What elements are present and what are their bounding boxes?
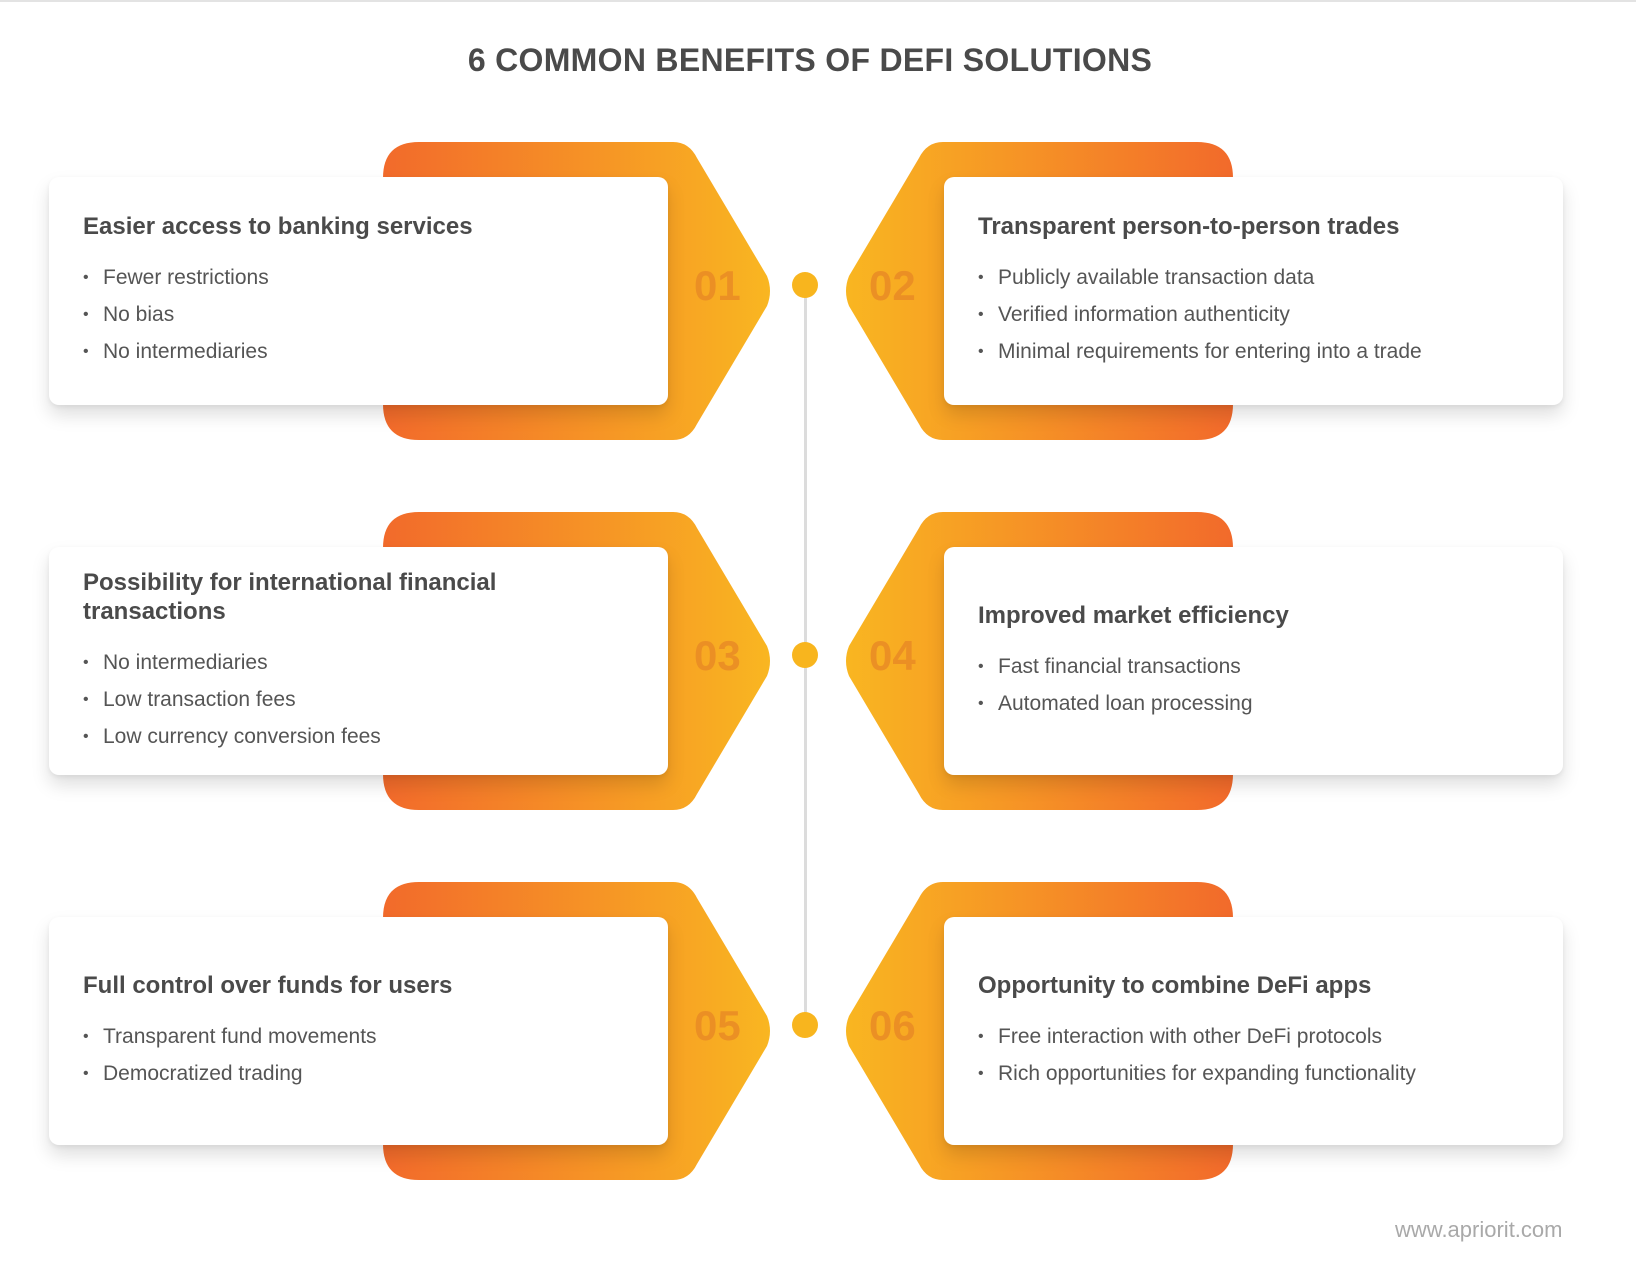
- benefit-number: 06: [869, 1002, 916, 1049]
- bullet-text: Low transaction fees: [103, 687, 296, 711]
- benefit-block-05: Full control over funds for users • Trans…: [49, 882, 849, 1182]
- benefit-card: Opportunity to combine DeFi apps • Free i…: [944, 917, 1563, 1145]
- benefit-number: 04: [869, 632, 916, 679]
- bullet-text: Fast financial transactions: [998, 654, 1241, 678]
- bullet-text: Rich opportunities for expanding functio…: [998, 1061, 1416, 1085]
- bullet-icon: •: [978, 306, 984, 323]
- benefit-list: • Fast financial transactions • Automated l…: [978, 648, 1529, 722]
- top-divider: [0, 0, 1636, 2]
- benefit-block-02: Transparent person-to-person trades • Pub…: [843, 142, 1636, 442]
- benefit-bullet: • Publicly available transaction data: [978, 259, 1529, 296]
- benefit-number: 03: [694, 632, 741, 679]
- bullet-text: Automated loan processing: [998, 691, 1253, 715]
- benefit-list: • Fewer restrictions • No bias • No intermedi…: [83, 259, 634, 370]
- bullet-icon: •: [978, 1064, 984, 1082]
- benefit-bullet: • Democratized trading: [83, 1055, 634, 1092]
- benefit-bullet: • Fewer restrictions: [83, 259, 634, 296]
- benefit-list: • Transparent fund movements • Democratized…: [83, 1018, 634, 1092]
- timeline-dot: [792, 1012, 818, 1038]
- benefit-list: • Publicly available transaction data • Ver…: [978, 259, 1529, 370]
- benefit-heading: Opportunity to combine DeFi apps: [978, 971, 1372, 999]
- benefit-number: 01: [694, 262, 741, 309]
- bullet-icon: •: [83, 343, 89, 360]
- bullet-text: Low currency conversion fees: [103, 724, 381, 748]
- benefit-list: •No intermediaries•Low transaction fees•…: [83, 644, 634, 755]
- bullet-icon: •: [978, 269, 984, 286]
- bullet-text: Publicly available transaction data: [998, 266, 1315, 289]
- benefit-heading: Easier access to banking services: [83, 213, 473, 240]
- benefit-heading: Full control over funds for users: [83, 971, 453, 999]
- benefit-bullet: • Low currency conversion fees: [83, 718, 634, 755]
- bullet-text: Minimal requirements for entering into a…: [998, 340, 1422, 363]
- bullet-icon: •: [83, 690, 89, 708]
- benefit-bullet: • Low transaction fees: [83, 681, 634, 718]
- benefit-card: Full control over funds for users • Trans…: [49, 917, 668, 1145]
- benefit-card: Easier access to banking services • Fewer…: [49, 177, 668, 405]
- benefit-bullet: • No bias: [83, 296, 634, 333]
- bullet-icon: •: [83, 1064, 89, 1082]
- benefit-card: Transparent person-to-person trades • Pub…: [944, 177, 1563, 405]
- bullet-text: Transparent fund movements: [103, 1024, 377, 1048]
- benefit-block-06: Opportunity to combine DeFi apps • Free i…: [843, 882, 1636, 1182]
- benefit-card: Improved market efficiency • Fast financi…: [944, 547, 1563, 775]
- bullet-text: Verified information authenticity: [998, 303, 1290, 326]
- bullet-text: No intermediaries: [103, 340, 268, 363]
- bullet-text: Free interaction with other DeFi protoco…: [998, 1024, 1382, 1048]
- bullet-text: Democratized trading: [103, 1061, 303, 1085]
- benefit-list: • Free interaction with other DeFi protoc…: [978, 1018, 1529, 1092]
- benefit-block-04: Improved market efficiency • Fast financi…: [843, 512, 1636, 812]
- timeline-dot: [792, 642, 818, 668]
- bullet-icon: •: [83, 653, 89, 671]
- bullet-icon: •: [978, 343, 984, 360]
- benefit-bullet: • Transparent fund movements: [83, 1018, 634, 1055]
- bullet-text: Fewer restrictions: [103, 266, 269, 289]
- bullet-icon: •: [83, 269, 89, 286]
- benefit-bullet: • Free interaction with other DeFi protoc…: [978, 1018, 1529, 1055]
- benefit-number: 02: [869, 262, 916, 309]
- page-title: 6 COMMON BENEFITS OF DEFI SOLUTIONS: [467, 42, 1153, 78]
- bullet-text: No bias: [103, 303, 175, 326]
- benefit-card: Possibility for international financial …: [49, 547, 668, 775]
- bullet-icon: •: [83, 1027, 89, 1045]
- benefit-bullet: • No intermediaries: [83, 333, 634, 370]
- benefit-bullet: • No intermediaries: [83, 644, 634, 681]
- watermark: www.apriorit.com: [1395, 1217, 1563, 1242]
- benefit-number: 05: [694, 1002, 741, 1049]
- bullet-icon: •: [978, 694, 984, 712]
- bullet-icon: •: [978, 657, 984, 675]
- benefit-bullet: • Minimal requirements for entering into …: [978, 333, 1529, 370]
- benefit-bullet: • Automated loan processing: [978, 685, 1529, 722]
- benefit-bullet: • Verified information authenticity: [978, 296, 1529, 333]
- bullet-icon: •: [83, 727, 89, 745]
- bullet-text: No intermediaries: [103, 650, 268, 674]
- benefit-heading: Transparent person-to-person trades: [978, 213, 1400, 240]
- benefit-bullet: • Fast financial transactions: [978, 648, 1529, 685]
- bullet-icon: •: [83, 306, 89, 323]
- benefit-block-03: Possibility for international financial …: [49, 512, 849, 812]
- benefit-block-01: Easier access to banking services • Fewer…: [49, 142, 849, 442]
- timeline-dot: [792, 272, 818, 298]
- benefit-bullet: • Rich opportunities for expanding functi…: [978, 1055, 1529, 1092]
- benefit-heading: Improved market efficiency: [978, 601, 1289, 629]
- benefit-heading: Possibility for international financial …: [83, 568, 497, 625]
- bullet-icon: •: [978, 1027, 984, 1045]
